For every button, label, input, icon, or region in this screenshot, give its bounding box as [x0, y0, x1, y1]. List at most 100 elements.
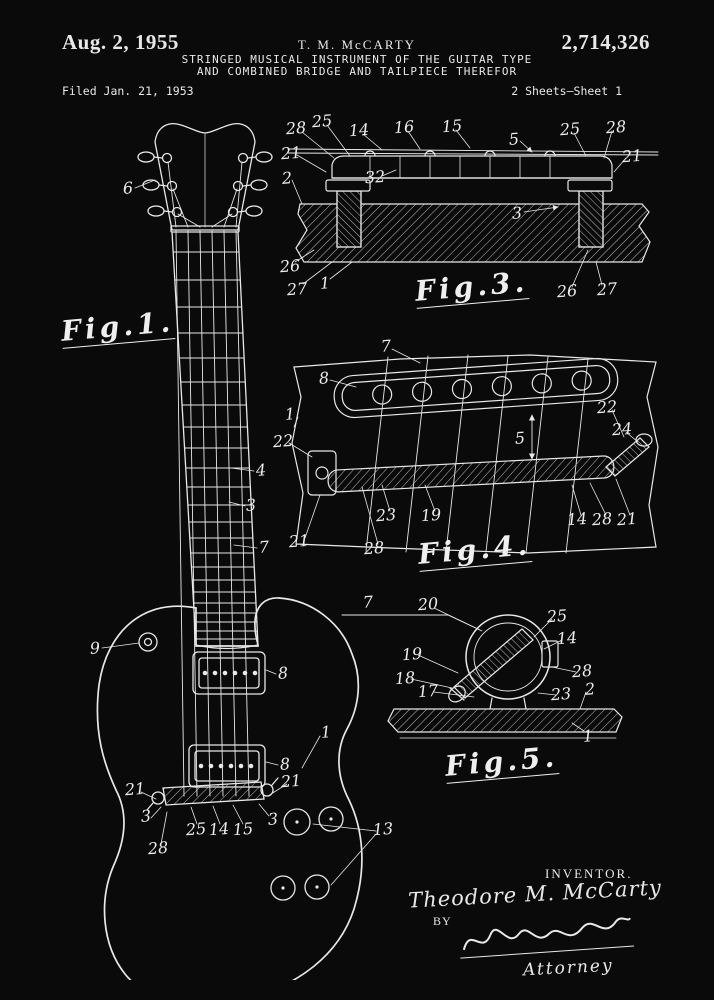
ref-numeral-16: 16 [393, 116, 415, 138]
ref-numeral-21: 21 [621, 145, 643, 167]
inventor-label: INVENTOR. [545, 866, 633, 881]
ref-numeral-2: 2 [281, 168, 293, 188]
leader-lines [410, 607, 587, 732]
ref-numeral-25: 25 [559, 118, 581, 140]
ref-numeral-8: 8 [318, 368, 330, 388]
bridge-tailpiece [146, 777, 279, 811]
ref-numeral-3: 3 [267, 809, 279, 829]
leader-lines [101, 179, 377, 886]
ref-numeral-25: 25 [546, 605, 568, 627]
ref-numeral-28: 28 [605, 116, 627, 138]
ref-numeral-24: 24 [611, 418, 633, 440]
ref-numeral-3: 3 [511, 203, 523, 223]
ref-numeral-27: 27 [286, 278, 308, 300]
strings [287, 148, 659, 156]
ref-numeral-3: 3 [245, 495, 257, 515]
toggle-switch [138, 632, 158, 652]
by-label: BY [433, 914, 452, 928]
top-view-drawing [288, 348, 659, 554]
ref-numeral-22: 22 [272, 430, 294, 452]
signature-block: INVENTOR. Theodore M. McCarty BY Attorne… [395, 856, 675, 996]
ref-numeral-7: 7 [258, 537, 270, 557]
ref-numeral-15: 15 [232, 818, 254, 840]
ref-numeral-14: 14 [566, 508, 588, 530]
ref-numeral-28: 28 [363, 537, 385, 559]
ref-numeral-1: 1 [320, 722, 332, 742]
headstock [154, 123, 256, 233]
ref-numeral-28: 28 [285, 117, 307, 139]
ref-numeral-27: 27 [596, 278, 618, 300]
ref-numeral-6: 6 [122, 178, 134, 198]
ref-numeral-4: 4 [255, 460, 267, 480]
ref-numeral-18: 18 [394, 667, 416, 689]
ref-numeral-5: 5 [508, 129, 520, 149]
bridge-section-drawing [287, 124, 659, 288]
ref-numeral-21: 21 [280, 142, 302, 164]
patent-title-line1: STRINGED MUSICAL INSTRUMENT OF THE GUITA… [181, 53, 533, 66]
ref-numeral-21: 21 [288, 530, 310, 552]
ref-numeral-28: 28 [571, 660, 593, 682]
ref-numeral-7: 7 [362, 592, 374, 612]
string-line [341, 614, 481, 631]
ref-numeral-25: 25 [311, 110, 333, 132]
bridge-bar [331, 150, 613, 179]
bridge-posts [336, 190, 604, 248]
bridge-pickup [188, 744, 266, 788]
ref-numeral-26: 26 [556, 280, 578, 302]
ref-numeral-23: 23 [550, 683, 572, 705]
ref-numeral-5: 5 [514, 428, 526, 448]
ref-numeral-21: 21 [616, 508, 638, 530]
sheet-info: 2 Sheets—Sheet 1 [511, 84, 622, 98]
ref-numeral-17: 17 [417, 680, 439, 702]
thumbwheel-right [567, 179, 613, 192]
attorney-label: Attorney [522, 955, 615, 981]
ref-numeral-25: 25 [185, 818, 207, 840]
strings [167, 161, 250, 797]
ref-numeral-26: 26 [279, 255, 301, 277]
tailpiece-bar [333, 357, 619, 419]
ref-numeral-19: 19 [401, 643, 423, 665]
patent-number: 2,714,326 [561, 30, 650, 54]
ref-numeral-20: 20 [417, 593, 439, 615]
guitar-top-section [295, 203, 651, 263]
base-plate [387, 708, 623, 733]
adjusting-wheel [448, 614, 559, 703]
ref-numeral-28: 28 [591, 508, 613, 530]
patent-title-line2: AND COMBINED BRIDGE AND TAILPIECE THEREF… [196, 65, 518, 78]
patent-inventor-header: T. M. McCARTY [297, 37, 417, 52]
ref-numeral-1: 1 [319, 273, 331, 293]
guitar-body [96, 597, 363, 980]
filed-date: Filed Jan. 21, 1953 [62, 84, 194, 98]
ref-numeral-14: 14 [556, 627, 578, 649]
ref-numeral-3: 3 [140, 806, 152, 826]
thumbwheel-left [325, 179, 371, 192]
attorney-signature [460, 917, 635, 959]
ref-numeral-21: 21 [280, 770, 302, 792]
neck-pickup [192, 651, 266, 695]
ref-numeral-8: 8 [277, 663, 289, 683]
ref-numeral-23: 23 [375, 504, 397, 526]
patent-date: Aug. 2, 1955 [62, 30, 179, 54]
ref-numeral-7: 7 [380, 336, 392, 356]
ref-numeral-32: 32 [364, 166, 386, 188]
ref-numeral-2: 2 [584, 679, 596, 699]
ref-numeral-13: 13 [372, 818, 394, 840]
ref-numeral-1: 1 [582, 726, 594, 746]
ref-numeral-28: 28 [147, 837, 169, 859]
ref-numeral-9: 9 [89, 638, 101, 658]
ref-numeral-22: 22 [596, 396, 618, 418]
control-knobs [270, 806, 344, 901]
detail-drawing [341, 607, 623, 739]
ref-numeral-14: 14 [208, 818, 230, 840]
leader-lines [288, 348, 639, 545]
guitar-drawing [96, 123, 377, 980]
bridge-bar [307, 433, 653, 496]
tuners-right [227, 151, 273, 218]
ref-numeral-21: 21 [124, 778, 146, 800]
ref-numeral-19: 19 [420, 504, 442, 526]
